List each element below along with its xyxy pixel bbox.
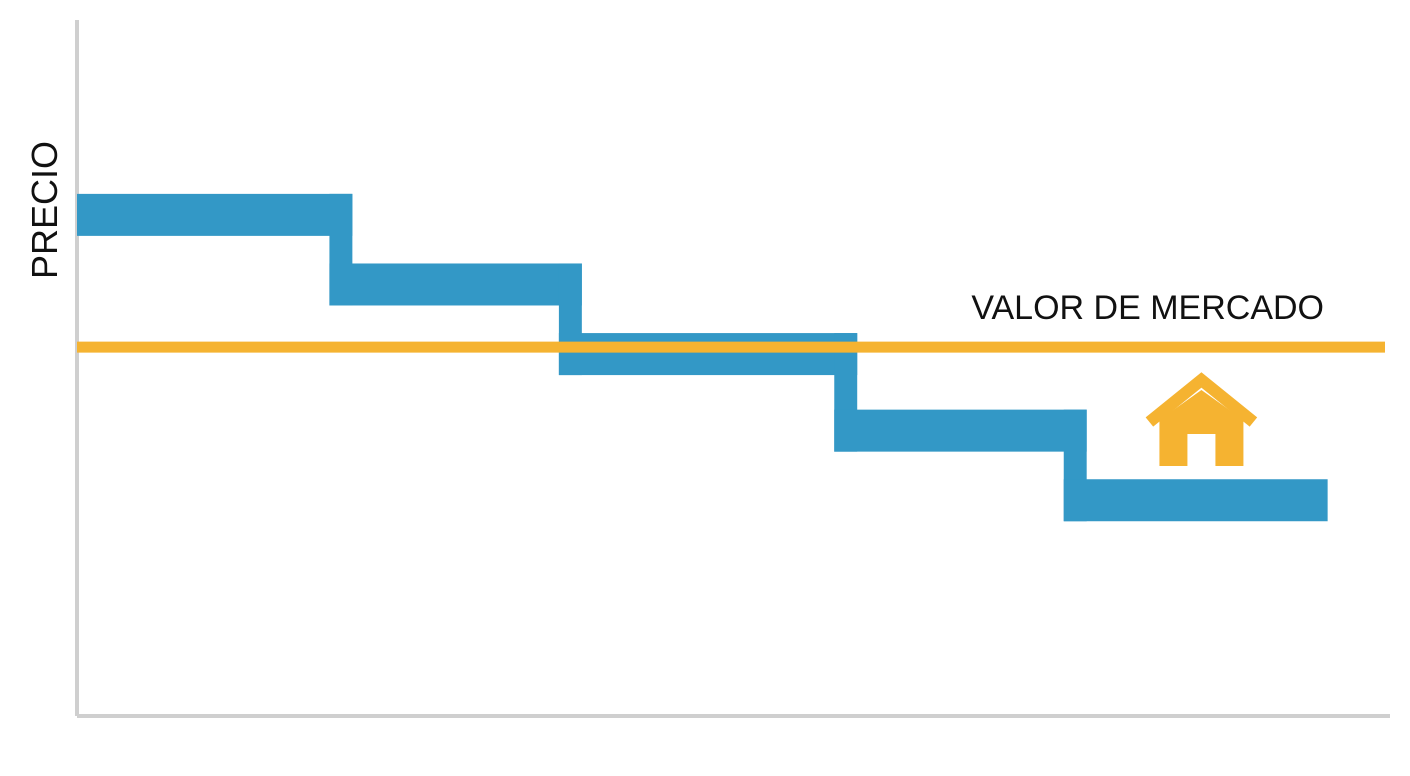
- step-segment: [329, 263, 582, 306]
- step-segment: [77, 193, 353, 236]
- y-axis-label: PRECIO: [24, 141, 65, 279]
- reference-line-label: VALOR DE MERCADO: [971, 289, 1324, 327]
- step-segment: [834, 409, 1087, 452]
- reference-layer: VALOR DE MERCADO: [77, 289, 1385, 353]
- house-icon: [1145, 372, 1258, 466]
- step-segment: [1063, 479, 1328, 522]
- step-segment: [558, 333, 858, 376]
- annotation-layer: [1145, 372, 1258, 466]
- series-layer: [77, 193, 1328, 522]
